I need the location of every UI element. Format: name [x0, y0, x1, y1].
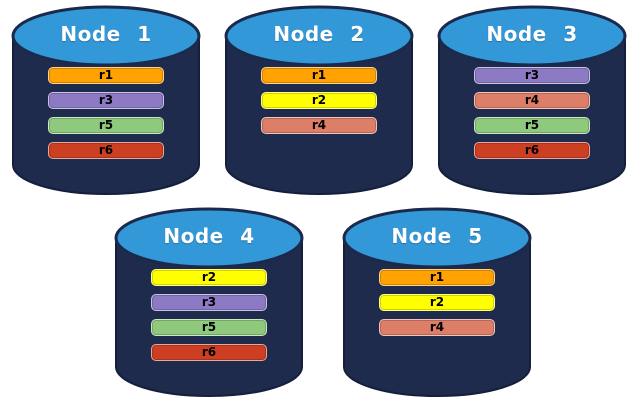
replica-bar-r5: r5: [474, 117, 590, 134]
replica-bar-r6: r6: [474, 142, 590, 159]
replica-bar-list: r3 r4 r5 r6: [474, 67, 590, 159]
node-2-cylinder: Node 2 r1 r2 r4: [223, 5, 415, 197]
node-title: Node 5: [391, 224, 483, 248]
replica-bar-r4: r4: [261, 117, 377, 134]
replica-bar-r6: r6: [48, 142, 164, 159]
replica-bar-r2: r2: [151, 269, 267, 286]
replica-bar-r5: r5: [151, 319, 267, 336]
replica-bar-r1: r1: [379, 269, 495, 286]
node-5-cylinder: Node 5 r1 r2 r4: [341, 207, 533, 399]
replica-bar-r3: r3: [151, 294, 267, 311]
replica-bar-list: r1 r2 r4: [379, 269, 495, 336]
node-title: Node 4: [163, 224, 255, 248]
replica-bar-r3: r3: [48, 92, 164, 109]
node-title: Node 3: [486, 22, 578, 46]
replica-bar-list: r2 r3 r5 r6: [151, 269, 267, 361]
replica-bar-r3: r3: [474, 67, 590, 84]
replica-bar-r4: r4: [474, 92, 590, 109]
replica-bar-r2: r2: [261, 92, 377, 109]
node-title: Node 2: [273, 22, 365, 46]
replica-bar-r1: r1: [261, 67, 377, 84]
node-4-cylinder: Node 4 r2 r3 r5 r6: [113, 207, 305, 399]
replica-bar-r4: r4: [379, 319, 495, 336]
node-1-cylinder: Node 1 r1 r3 r5 r6: [10, 5, 202, 197]
node-title: Node 1: [60, 22, 152, 46]
node-3-cylinder: Node 3 r3 r4 r5 r6: [436, 5, 628, 197]
replica-bar-r2: r2: [379, 294, 495, 311]
replica-bar-list: r1 r3 r5 r6: [48, 67, 164, 159]
replica-bar-list: r1 r2 r4: [261, 67, 377, 134]
replica-bar-r5: r5: [48, 117, 164, 134]
replica-bar-r1: r1: [48, 67, 164, 84]
replica-bar-r6: r6: [151, 344, 267, 361]
